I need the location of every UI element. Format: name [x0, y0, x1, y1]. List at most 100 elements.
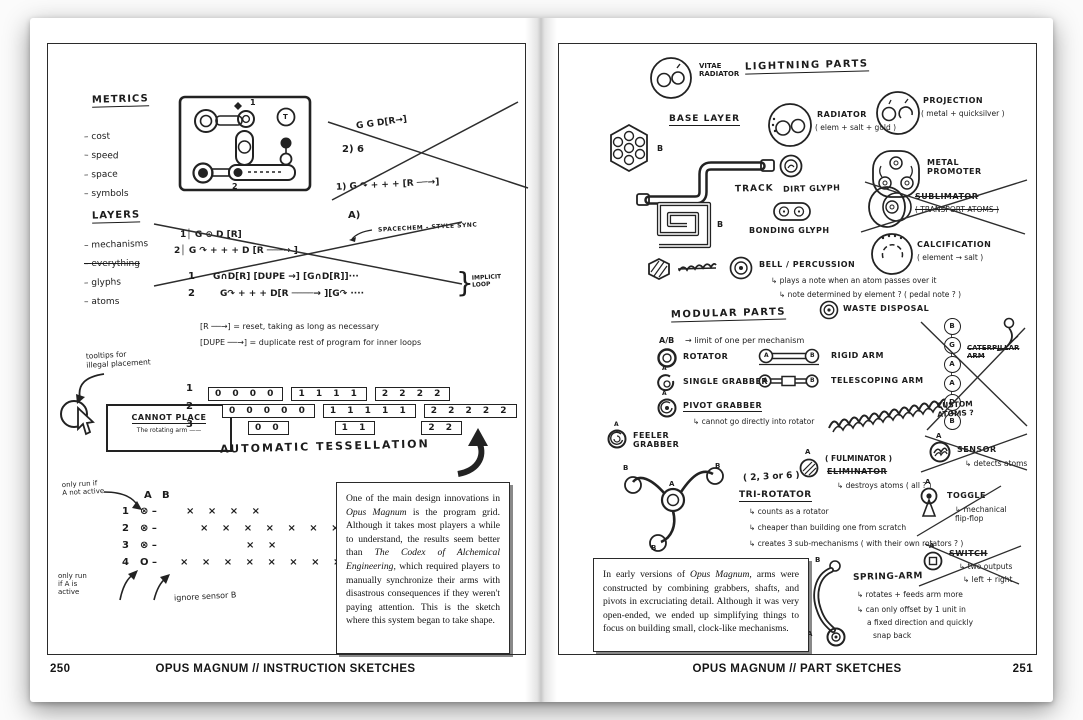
limit-note: → limit of one per mechanism	[685, 336, 805, 345]
layers-item: glyphs	[84, 278, 121, 289]
cross-out	[153, 221, 463, 287]
cursor-icon	[60, 400, 95, 436]
tri-a-label: A	[669, 480, 675, 488]
spring-a-label: A	[807, 630, 813, 638]
tri-bullet: ↳ counts as a rotator	[749, 507, 829, 516]
single-grabber-icon	[657, 374, 675, 392]
bell-icon	[729, 256, 753, 280]
toggle-bullet: ↳ mechanical flip-flop	[955, 505, 1007, 523]
note-text: In early versions of	[603, 569, 691, 580]
chain-atom: B	[943, 318, 961, 335]
tri-bullet: ↳ creates 3 sub-mechanisms ( with their …	[749, 539, 964, 548]
radiator-sub: ( elem + salt + gold )	[815, 123, 897, 132]
vitae-radiator-icon	[650, 57, 692, 99]
track-label: TRACK	[734, 183, 774, 195]
tess-cells: 0 0 0 0	[208, 387, 284, 401]
running-title: OPUS MAGNUM // INSTRUCTION SKETCHES	[155, 663, 416, 675]
sublimator-sub: ( TRANSPORT ATOMS )	[915, 205, 999, 214]
program-row-num: 2	[188, 288, 195, 299]
pivot-grabber-icon	[657, 398, 677, 418]
arrow-icon	[349, 229, 373, 242]
metrics-item: space	[84, 170, 118, 181]
book-spread: METRICS cost speed space symbols	[30, 18, 1053, 702]
program-row: G↷ + + + D[R ────→ ][G↷ ····	[220, 289, 365, 299]
radiator-label: RADIATOR	[817, 110, 867, 119]
tooltip-subtitle: The rotating arm ——	[136, 427, 202, 434]
rotator-label: ROTATOR	[683, 352, 729, 361]
cross-out	[860, 179, 1028, 235]
tele-b-label: B	[810, 377, 815, 384]
left-page-frame: METRICS cost speed space symbols	[47, 43, 529, 655]
dirt-glyph-icon	[779, 154, 803, 178]
truth-note-top: only run if A not active	[61, 479, 105, 498]
switch-bullet: ↳ two outputs	[959, 562, 1013, 571]
tooltip-box: CANNOT PLACE The rotating arm ——	[106, 404, 232, 452]
metrics-item: cost	[84, 132, 110, 143]
grabber-a-label: A	[614, 421, 619, 428]
bedrock-hex-icon	[648, 257, 670, 281]
legend-line: [DUPE ──→] = duplicate rest of program f…	[200, 338, 422, 347]
sensor-label: SENSOR	[957, 445, 997, 454]
projection-label: PROJECTION	[923, 96, 984, 105]
eliminator-icon	[799, 458, 819, 478]
tri-bullet: ↳ cheaper than building one from scratch	[749, 523, 907, 532]
grabber-a-label: A	[662, 390, 667, 397]
note-text-italic: Opus Magnum	[346, 506, 407, 518]
base-layer-heading: BASE LAYER	[669, 114, 741, 126]
spring-arm-sketch	[813, 560, 846, 647]
truth-row-xs: × ×	[246, 540, 282, 551]
truth-row-xs: × × × ×	[186, 506, 265, 517]
panel-label-2: 2	[232, 182, 238, 191]
switch-icon	[923, 551, 943, 571]
tri-b-label: B	[651, 544, 657, 552]
calcification-label: CALCIFICATION	[917, 240, 992, 249]
note-text: One of the main design innovations in	[346, 493, 500, 504]
mechanism-panel-sketch	[178, 95, 312, 192]
big-arrow-icon	[457, 428, 488, 477]
metal-promoter-label: METAL PROMOTER	[927, 158, 982, 176]
layers-item: mechanisms	[84, 239, 148, 251]
sublimator-label: SUBLIMATOR	[915, 192, 979, 201]
crossed-program-line: 2│ G ↷ + + + D [R ───→ ]	[174, 246, 298, 256]
chain-atom: A	[943, 356, 961, 373]
calcification-sub: ( element → salt )	[917, 253, 984, 262]
note-text: , arms were constructed by combining gra…	[603, 569, 800, 635]
truth-row-num: 2	[122, 523, 129, 534]
chain-atom: B	[943, 413, 961, 430]
program-row: G∩D[R] [DUPE →] [G∩D[R]]···	[213, 272, 359, 282]
note-text: , which required players to manually syn…	[346, 561, 500, 627]
brace: }	[456, 266, 474, 299]
waste-disposal-label: WASTE DISPOSAL	[843, 304, 930, 313]
switch-label: SWITCH	[949, 549, 988, 558]
tele-a-label: A	[763, 377, 768, 384]
hex-cluster-sketch	[610, 123, 648, 173]
cross-out	[918, 543, 1022, 587]
panel-label-t: T	[283, 113, 288, 121]
truth-row-sym: ⊗ –	[140, 540, 157, 551]
cross-out	[327, 101, 529, 201]
note-text-italic: Opus Magnum	[690, 569, 750, 580]
pivot-grabber-label: PIVOT GRABBER	[683, 401, 763, 412]
program-row-num: 1	[188, 271, 195, 282]
tess-cells: 1 1 1 1 1	[322, 404, 416, 418]
atom-chain-sketch: B G A A D B	[943, 316, 961, 432]
chain-atom: D	[943, 394, 961, 411]
spring-bullet: ↳ rotates + feeds arm more	[857, 590, 963, 599]
truth-row-xs: × × × × × × × ×	[180, 557, 347, 568]
sensor-icon	[929, 441, 951, 463]
metrics-heading: METRICS	[91, 93, 149, 108]
telescoping-arm-label: TELESCOPING ARM	[831, 376, 924, 385]
cross-out	[920, 433, 1028, 473]
grabber-a-label: A	[662, 365, 667, 372]
feeler-grabber-label: FEELER GRABBER	[633, 431, 680, 449]
tri-count: ( 2, 3 or 6 )	[742, 470, 800, 484]
tri-b-label: B	[715, 462, 721, 470]
left-page: METRICS cost speed space symbols	[30, 18, 541, 702]
sensor-bullet: ↳ detects atoms	[965, 459, 1028, 468]
lightning-parts-heading: LIGHTNING PARTS	[744, 58, 869, 75]
tess-cells: 1 1 1 1	[291, 387, 367, 401]
implicit-loop-note: IMPLICIT LOOP	[471, 273, 502, 289]
